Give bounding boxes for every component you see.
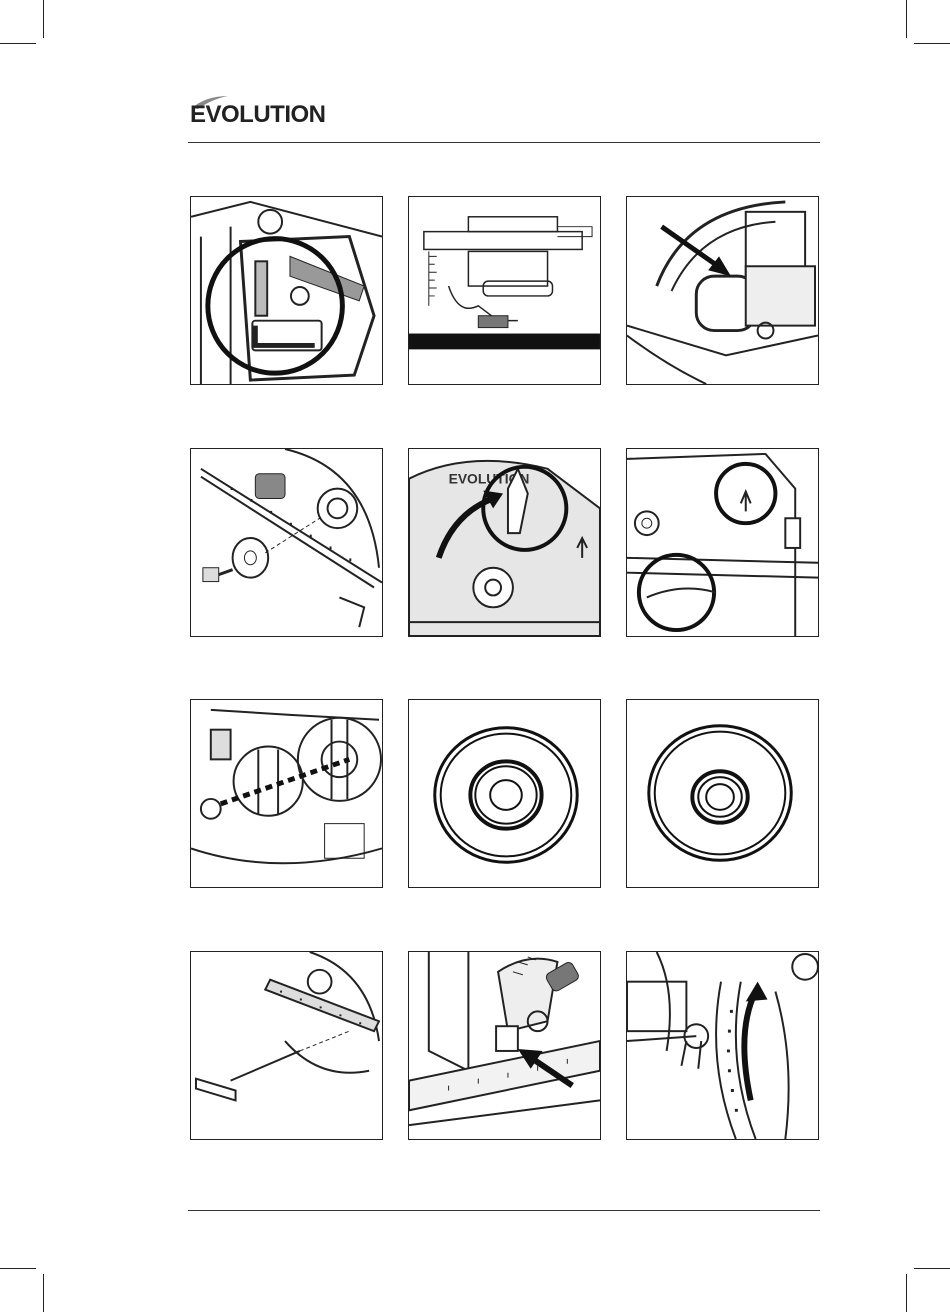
crop-mark-bottom-left-h (0, 1268, 36, 1269)
blade-direction-arrows-circled-illustration (627, 449, 818, 636)
figure-bevel-lock (408, 951, 601, 1140)
crop-mark-bottom-right-h (914, 1268, 950, 1269)
blade-bolt-washer-exploded-illustration (191, 449, 382, 636)
hex-key-in-holder-circled-illustration (191, 197, 382, 384)
figure-guard-lever: EVOLUTION (408, 448, 601, 637)
crop-mark-bottom-left-v (43, 1274, 44, 1312)
outer-flange-washer-illustration (409, 700, 600, 887)
blade-flange-alignment-illustration (191, 700, 382, 887)
parallel-guide-insertion-illustration (191, 952, 382, 1139)
figure-parallel-guide (190, 951, 383, 1140)
saw-side-view-diagram-illustration (409, 197, 600, 384)
brand-logo: EVOLUTION (190, 100, 350, 130)
figure-hex-key-holder (190, 196, 383, 385)
guard-lever-rotate-arrow-illustration: EVOLUTION (409, 449, 600, 636)
header-rule (188, 142, 820, 143)
crop-mark-top-left-h (0, 43, 36, 44)
crop-mark-top-right-v (906, 0, 907, 38)
figure-blade-flange-alignment (190, 699, 383, 888)
bevel-scale-tilt-arrow-illustration (627, 952, 818, 1139)
figure-blade-direction (626, 448, 819, 637)
crop-mark-top-right-h (914, 43, 950, 44)
bevel-lock-knob-arrow-illustration (409, 952, 600, 1139)
figure-spindle-lock (626, 196, 819, 385)
crop-mark-top-left-v (43, 0, 44, 38)
crop-mark-bottom-right-v (906, 1274, 907, 1312)
footer-rule (188, 1210, 820, 1211)
figure-inner-flange (626, 699, 819, 888)
figure-blade-bolt-exploded (190, 448, 383, 637)
brand-name: EVOLUTION (190, 100, 326, 130)
figure-outer-flange (408, 699, 601, 888)
spindle-lock-button-arrow-illustration (627, 197, 818, 384)
figure-saw-side-diagram (408, 196, 601, 385)
inner-flange-washer-illustration (627, 700, 818, 887)
figure-bevel-scale (626, 951, 819, 1140)
